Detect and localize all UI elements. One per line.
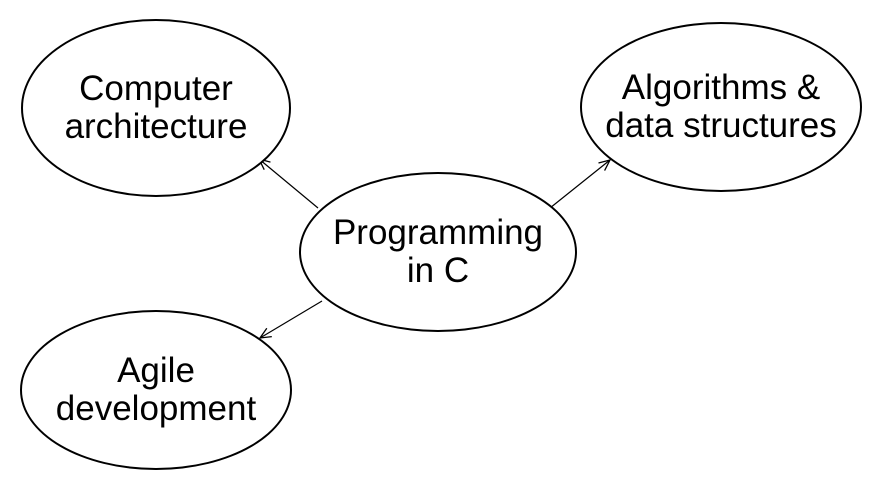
node-programming-in-c: Programming in C xyxy=(299,172,577,332)
node-algorithms-data-structures: Algorithms & data structures xyxy=(580,22,862,192)
arrow-programming-in-c-to-algorithms-data-structures xyxy=(549,160,610,209)
node-agile-development-label: Agile development xyxy=(55,351,257,428)
node-computer-architecture: Computer architecture xyxy=(21,19,291,197)
node-programming-in-c-label: Programming in C xyxy=(332,213,544,290)
node-agile-development: Agile development xyxy=(20,310,292,470)
arrow-programming-in-c-to-agile-development xyxy=(260,300,323,338)
node-computer-architecture-label: Computer architecture xyxy=(64,69,248,146)
arrow-programming-in-c-to-computer-architecture xyxy=(259,159,319,209)
node-algorithms-data-structures-label: Algorithms & data structures xyxy=(605,68,837,145)
